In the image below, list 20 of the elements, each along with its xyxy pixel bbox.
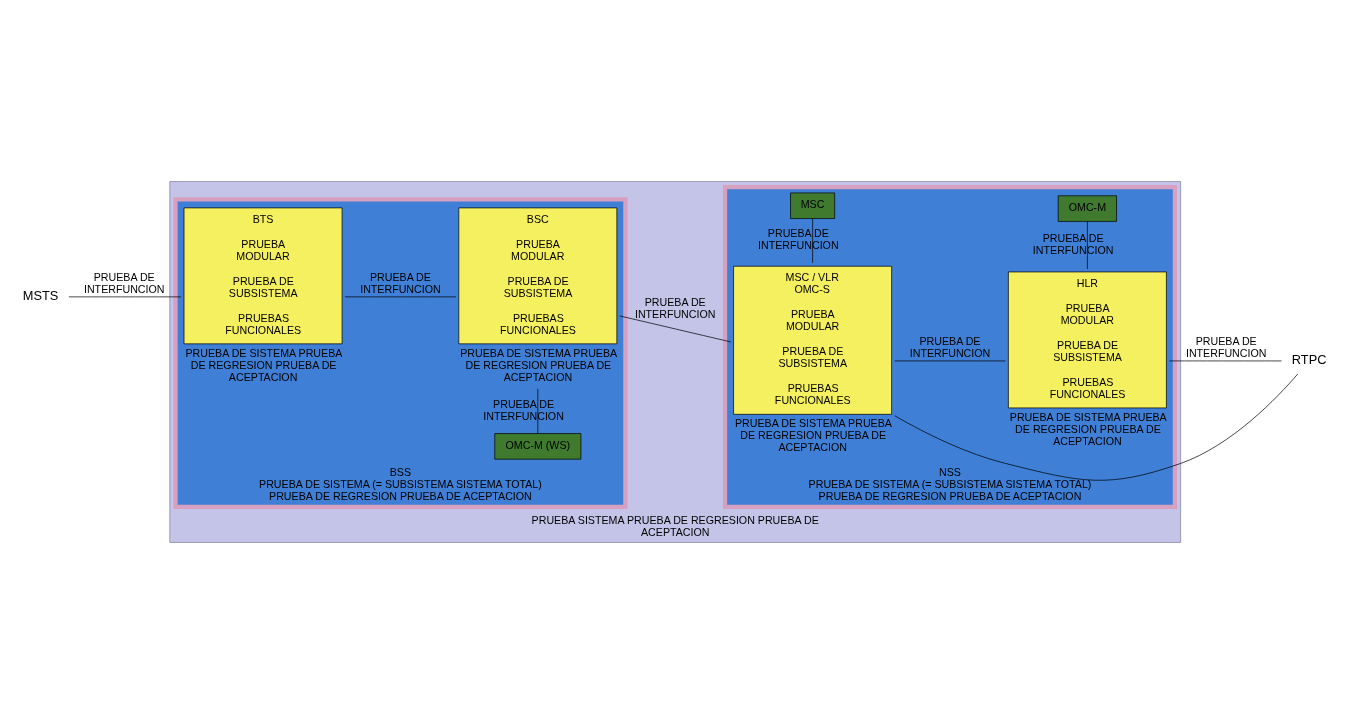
node-box: OMC-M <box>1057 194 1117 222</box>
connector <box>812 217 813 263</box>
node-label: PRUEBA DE SISTEMA PRUEBA DE REGRESION PRUEBA DE ACEPTACION <box>735 416 892 453</box>
node-label: PRUEBA DE SISTEMA PRUEBA DE REGRESION PRUEBA DE ACEPTACION <box>460 346 618 383</box>
edge-label: PRUEBA DE INTERFUNCION <box>360 270 441 295</box>
node-text: RTPC <box>1291 351 1327 367</box>
connector <box>1087 220 1088 269</box>
edge-label: PRUEBA DE INTERFUNCION <box>1185 334 1267 359</box>
connector <box>619 315 732 342</box>
connector <box>894 373 1299 481</box>
connector <box>537 387 539 434</box>
edge-label: PRUEBA DE INTERFUNCION <box>483 397 564 422</box>
node-label: PRUEBA DE SISTEMA PRUEBA DE REGRESION PRUEBA DE ACEPTACION <box>185 346 343 383</box>
node-label: PRUEBA DE SISTEMA PRUEBA DE REGRESION PRUEBA DE ACEPTACION <box>1009 410 1167 447</box>
edge-label: PRUEBA DE INTERFUNCION <box>83 270 165 295</box>
node-box: OMC-M (WS) <box>494 432 582 460</box>
node-text: MSTS <box>22 287 59 303</box>
edge-label: PRUEBA DE INTERFUNCION <box>634 295 716 320</box>
node-box: MSC <box>790 192 836 219</box>
edge-label: PRUEBA DE INTERFUNCION <box>909 334 991 359</box>
